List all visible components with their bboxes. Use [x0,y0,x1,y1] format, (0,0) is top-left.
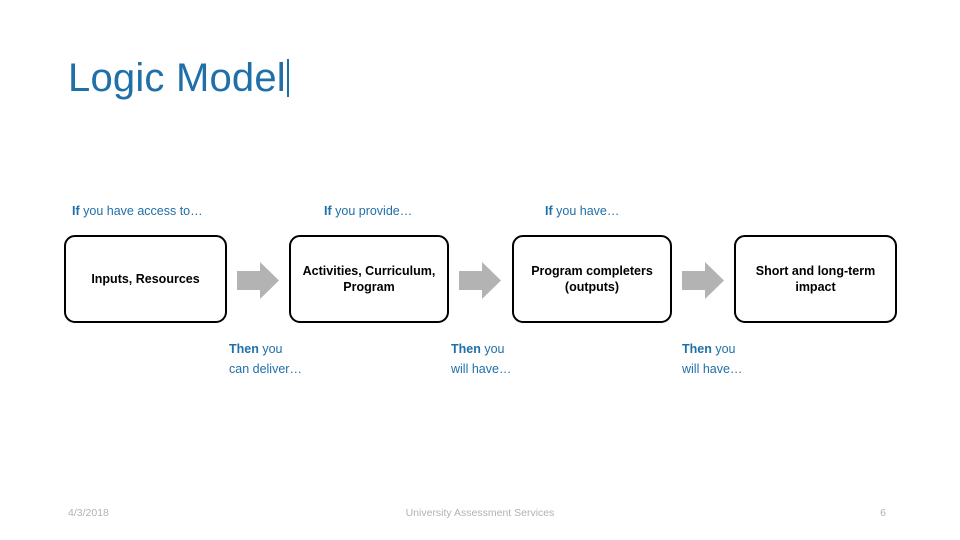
then-label-have-impact-lead: Then [682,342,712,356]
footer-organization: University Assessment Services [405,507,555,519]
then-label-have-impact-line2: will have… [682,362,743,376]
slide-footer: 4/3/2018 University Assessment Services … [0,507,960,525]
footer-date: 4/3/2018 [68,507,109,519]
then-label-deliver-line2: can deliver… [229,362,302,376]
process-box-inputs[interactable]: Inputs, Resources [64,235,227,323]
process-box-completers-line2: (outputs) [564,280,620,294]
then-label-have-outputs-line2: will have… [451,362,512,376]
if-label-completers-lead: If [545,204,553,218]
if-label-activities-lead: If [324,204,332,218]
then-label-deliver-rest: you [258,342,283,356]
process-box-activities-line2: Program [343,280,395,294]
process-box-impact-line2: impact [795,280,836,294]
arrow-right-icon [237,262,279,299]
process-box-impact-line1: Short and long-term [755,264,876,278]
if-label-completers-rest: you have… [552,204,620,218]
process-box-activities-line1: Activities, Curriculum, [302,264,436,278]
then-label-deliver: Then you can deliver… [229,339,302,379]
arrow-right-icon [682,262,724,299]
process-box-impact[interactable]: Short and long-term impact [734,235,897,323]
then-label-have-outputs-rest: you [480,342,505,356]
page-title[interactable]: Logic Model [68,52,289,104]
if-label-activities-rest: you provide… [331,204,413,218]
if-label-activities: If you provide… [324,203,412,219]
page-title-text: Logic Model [68,56,286,100]
process-box-completers[interactable]: Program completers (outputs) [512,235,672,323]
then-label-have-impact: Then you will have… [682,339,742,379]
text-caret [286,59,289,97]
process-box-inputs-line1: Inputs, Resources [91,272,200,286]
if-label-inputs-rest: you have access to… [79,204,203,218]
then-label-have-outputs: Then you will have… [451,339,511,379]
footer-page-number: 6 [880,507,886,519]
if-label-completers: If you have… [545,203,619,219]
process-box-completers-line1: Program completers [531,264,653,278]
arrow-right-icon [459,262,501,299]
then-label-have-outputs-lead: Then [451,342,481,356]
if-label-inputs: If you have access to… [72,203,203,219]
if-label-inputs-lead: If [72,204,80,218]
then-label-deliver-lead: Then [229,342,259,356]
then-label-have-impact-rest: you [711,342,736,356]
process-box-activities[interactable]: Activities, Curriculum, Program [289,235,449,323]
